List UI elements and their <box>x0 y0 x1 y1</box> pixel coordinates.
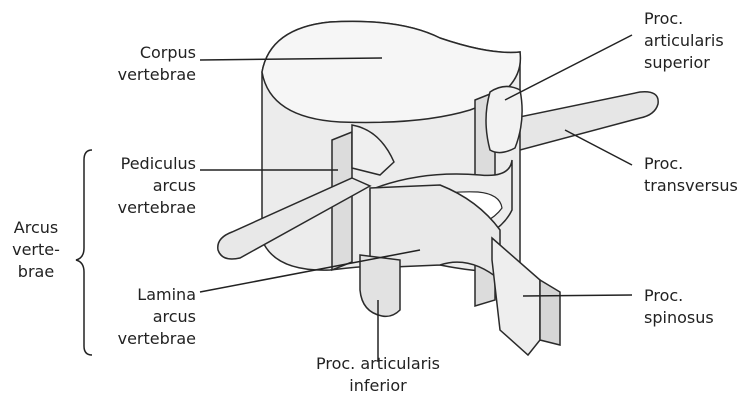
inferior-articular-process <box>360 255 400 316</box>
label-transversus: Proc.transversus <box>644 153 744 197</box>
label-spinosus: Proc.spinosus <box>644 285 744 329</box>
superior-articular-right <box>486 86 522 152</box>
transverse-process-right <box>505 92 658 150</box>
arcus-brace <box>76 150 92 355</box>
